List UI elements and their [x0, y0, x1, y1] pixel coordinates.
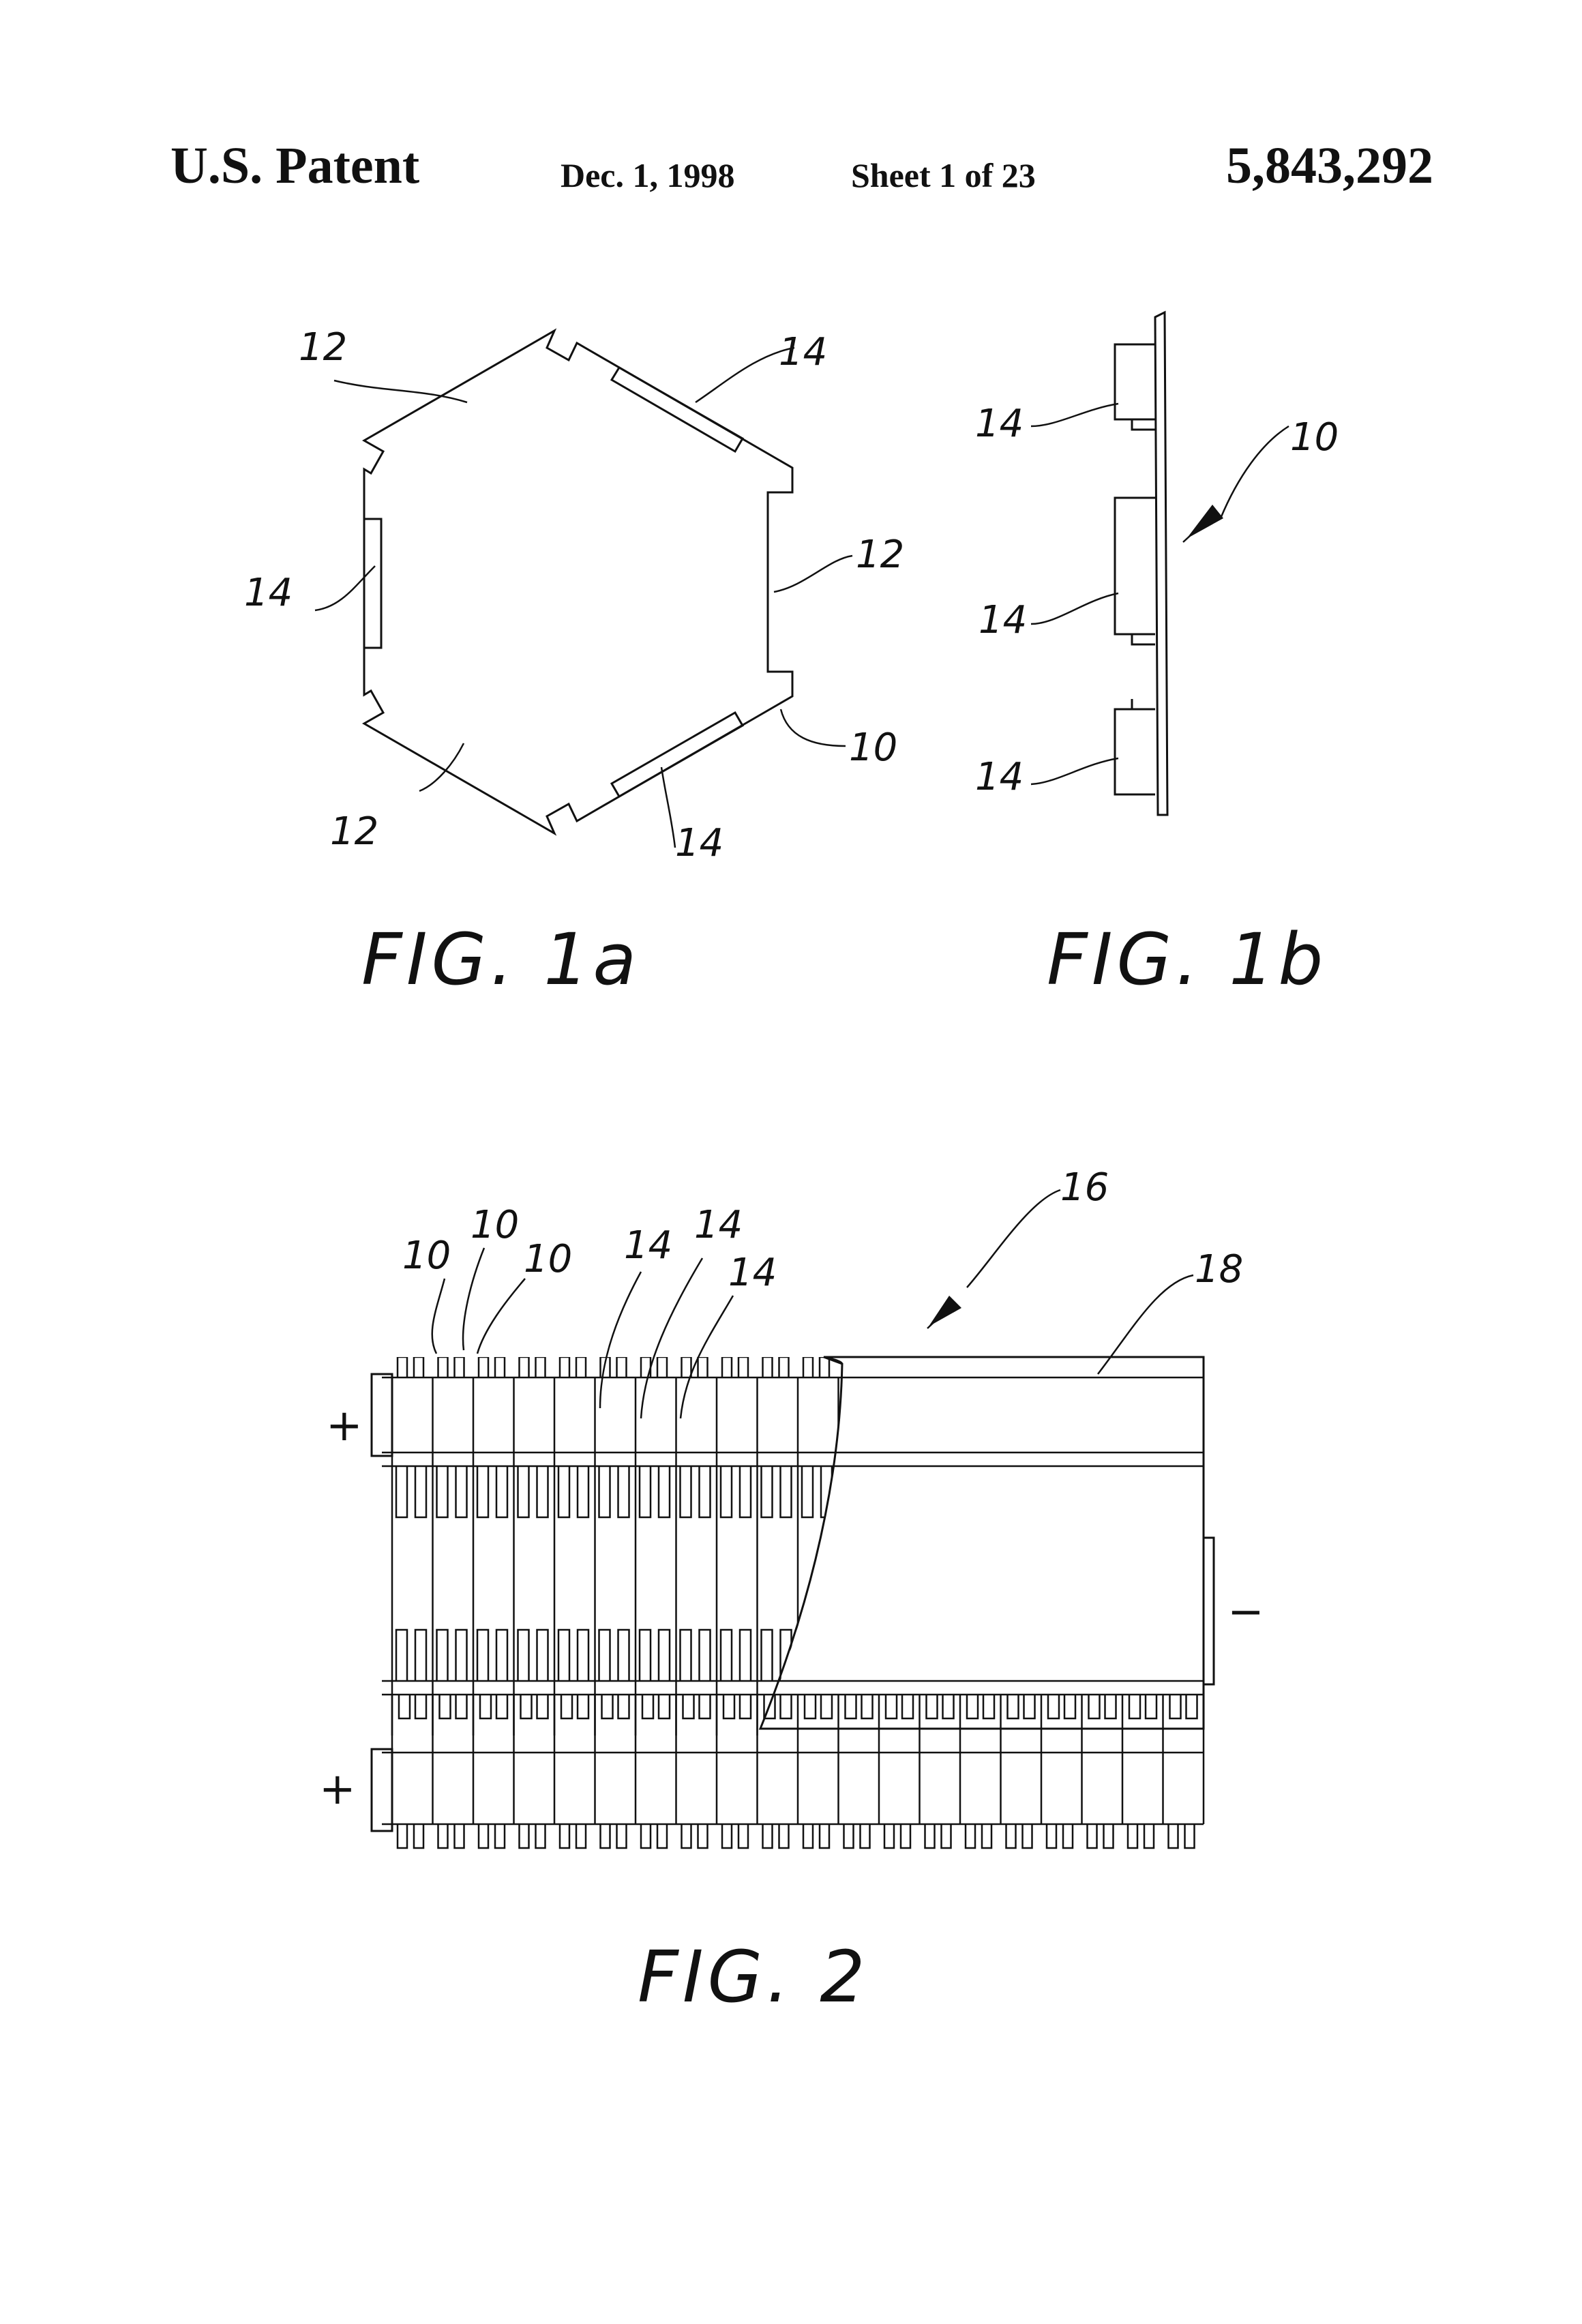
fig1b-label-10: 10: [1290, 415, 1339, 460]
fig2-comb-upper: [802, 1466, 832, 1517]
fig1a-label-12-right: 12: [856, 533, 904, 577]
fig2-comb-upper: [518, 1466, 548, 1517]
fig2-comb-upper: [762, 1466, 792, 1517]
fig2-comb-lower: [1167, 1630, 1197, 1681]
fig2-comb-lower: [802, 1630, 832, 1681]
fig2-label-10-c: 10: [524, 1237, 572, 1281]
fig2-tab-top: [722, 1357, 748, 1377]
fig2-comb-lower: [599, 1630, 629, 1681]
fig1b-caption: FIG. 1b: [1047, 918, 1327, 1001]
fig2-label-16: 16: [1060, 1165, 1109, 1210]
fig2-tab-top: [438, 1357, 464, 1377]
fig2-positive-terminal-top: +: [326, 1401, 363, 1451]
fig2-tab-top: [520, 1357, 546, 1377]
fig1b-label-14-a: 14: [975, 402, 1024, 446]
fig2-tab-top: [803, 1357, 829, 1377]
fig2-comb-lower: [883, 1630, 913, 1681]
fig2-comb-lower: [1126, 1630, 1156, 1681]
fig2-comb-lower: [681, 1630, 711, 1681]
fig2-tab-top: [925, 1357, 951, 1377]
fig2-label-10-a: 10: [402, 1234, 451, 1278]
fig2-negative-terminal: [1204, 1538, 1214, 1684]
fig2-label-10-b: 10: [471, 1203, 519, 1247]
fig2-label-18: 18: [1195, 1247, 1243, 1292]
fig2-comb-lower: [437, 1630, 467, 1681]
fig1b-plate-edge: [1155, 312, 1167, 815]
fig2-comb-upper: [1086, 1466, 1116, 1517]
fig1a-caption: FIG. 1a: [361, 918, 640, 1001]
fig2-comb-upper: [1126, 1466, 1156, 1517]
fig2-label-14-b: 14: [694, 1203, 743, 1247]
fig1a-label-14-left: 14: [244, 571, 293, 615]
fig2-wrap-casing: [760, 1357, 1204, 1729]
fig2-comb-upper: [640, 1466, 670, 1517]
fig2-tab-top: [844, 1357, 870, 1377]
fig2-tab-top: [1006, 1357, 1032, 1377]
fig2-comb-lower: [1045, 1630, 1075, 1681]
fig2-tab-top: [884, 1357, 910, 1377]
fig1a-label-10: 10: [849, 726, 897, 770]
fig1a-hexagon-outline: [364, 331, 792, 833]
fig1a-strip-top-right: [612, 368, 743, 451]
fig2-comb-upper: [681, 1466, 711, 1517]
fig2-tab-top: [966, 1357, 991, 1377]
fig1b-strip-middle: [1115, 498, 1155, 644]
fig2-comb-lower: [518, 1630, 548, 1681]
fig2-comb-upper: [964, 1466, 994, 1517]
fig2-terminal-block-top: [372, 1374, 392, 1456]
fig2-caption: FIG. 2: [638, 1935, 869, 2018]
fig2-tab-top: [479, 1357, 505, 1377]
fig2-terminal-block-bottom: [372, 1749, 392, 1831]
fig2-comb-lower: [843, 1630, 873, 1681]
fig1a-label-12-bottom: 12: [330, 809, 378, 854]
fig2-comb-upper: [883, 1466, 913, 1517]
fig2-comb-upper: [599, 1466, 629, 1517]
fig1a-label-12-top: 12: [299, 325, 347, 370]
fig2-comb-lower: [1005, 1630, 1035, 1681]
fig2-tab-top: [1169, 1357, 1195, 1377]
fig2-label-14-a: 14: [624, 1223, 672, 1268]
fig2-tab-top: [1128, 1357, 1154, 1377]
fig2-tab-top: [1047, 1357, 1073, 1377]
fig2-comb-upper: [558, 1466, 588, 1517]
fig2-comb-upper: [1045, 1466, 1075, 1517]
fig2-comb-lower: [640, 1630, 670, 1681]
fig1a-label-14-top: 14: [779, 330, 827, 374]
fig2-comb-upper: [1005, 1466, 1035, 1517]
fig2-comb-lower: [924, 1630, 954, 1681]
fig2-comb-upper: [396, 1466, 426, 1517]
fig1b-drawing: 14 14 14 10 FIG. 1b: [975, 312, 1339, 1001]
fig2-comb-lower: [477, 1630, 507, 1681]
fig2-comb-upper: [1167, 1466, 1197, 1517]
fig1b-strip-top: [1115, 344, 1155, 430]
fig2-tab-top: [641, 1357, 667, 1377]
fig2-label-14-c: 14: [728, 1251, 777, 1295]
fig2-comb-upper: [721, 1466, 751, 1517]
fig1a-label-14-bottom: 14: [675, 821, 723, 865]
fig1b-strip-bottom: [1115, 699, 1155, 794]
fig1b-label-14-c: 14: [975, 755, 1024, 799]
fig2-comb-lower: [721, 1630, 751, 1681]
fig1a-strip-bottom-right: [612, 713, 743, 796]
fig2-negative-terminal-sign: −: [1227, 1587, 1264, 1637]
fig2-comb-upper: [437, 1466, 467, 1517]
fig2-tab-top: [398, 1357, 423, 1377]
fig2-comb-lower: [396, 1630, 426, 1681]
fig2-comb-lower: [1086, 1630, 1116, 1681]
fig1b-label-14-b: 14: [979, 598, 1027, 642]
fig2-plate-stack: [382, 1357, 1204, 1848]
fig2-comb-upper: [477, 1466, 507, 1517]
fig2-positive-terminal-bottom: +: [319, 1764, 356, 1815]
fig2-tab-top: [763, 1357, 789, 1377]
fig2-comb-lower: [558, 1630, 588, 1681]
fig2-comb-upper: [843, 1466, 873, 1517]
fig2-comb-lower: [964, 1630, 994, 1681]
fig1a-drawing: 12 14 14 12 10 12 14 FIG. 1a: [244, 325, 904, 1001]
fig2-comb-upper: [924, 1466, 954, 1517]
fig2-tab-top: [560, 1357, 586, 1377]
fig1a-strip-left: [364, 519, 381, 648]
fig2-drawing: 10 10 10 14 14 14 16 18 + + − FIG. 2: [319, 1165, 1264, 2018]
